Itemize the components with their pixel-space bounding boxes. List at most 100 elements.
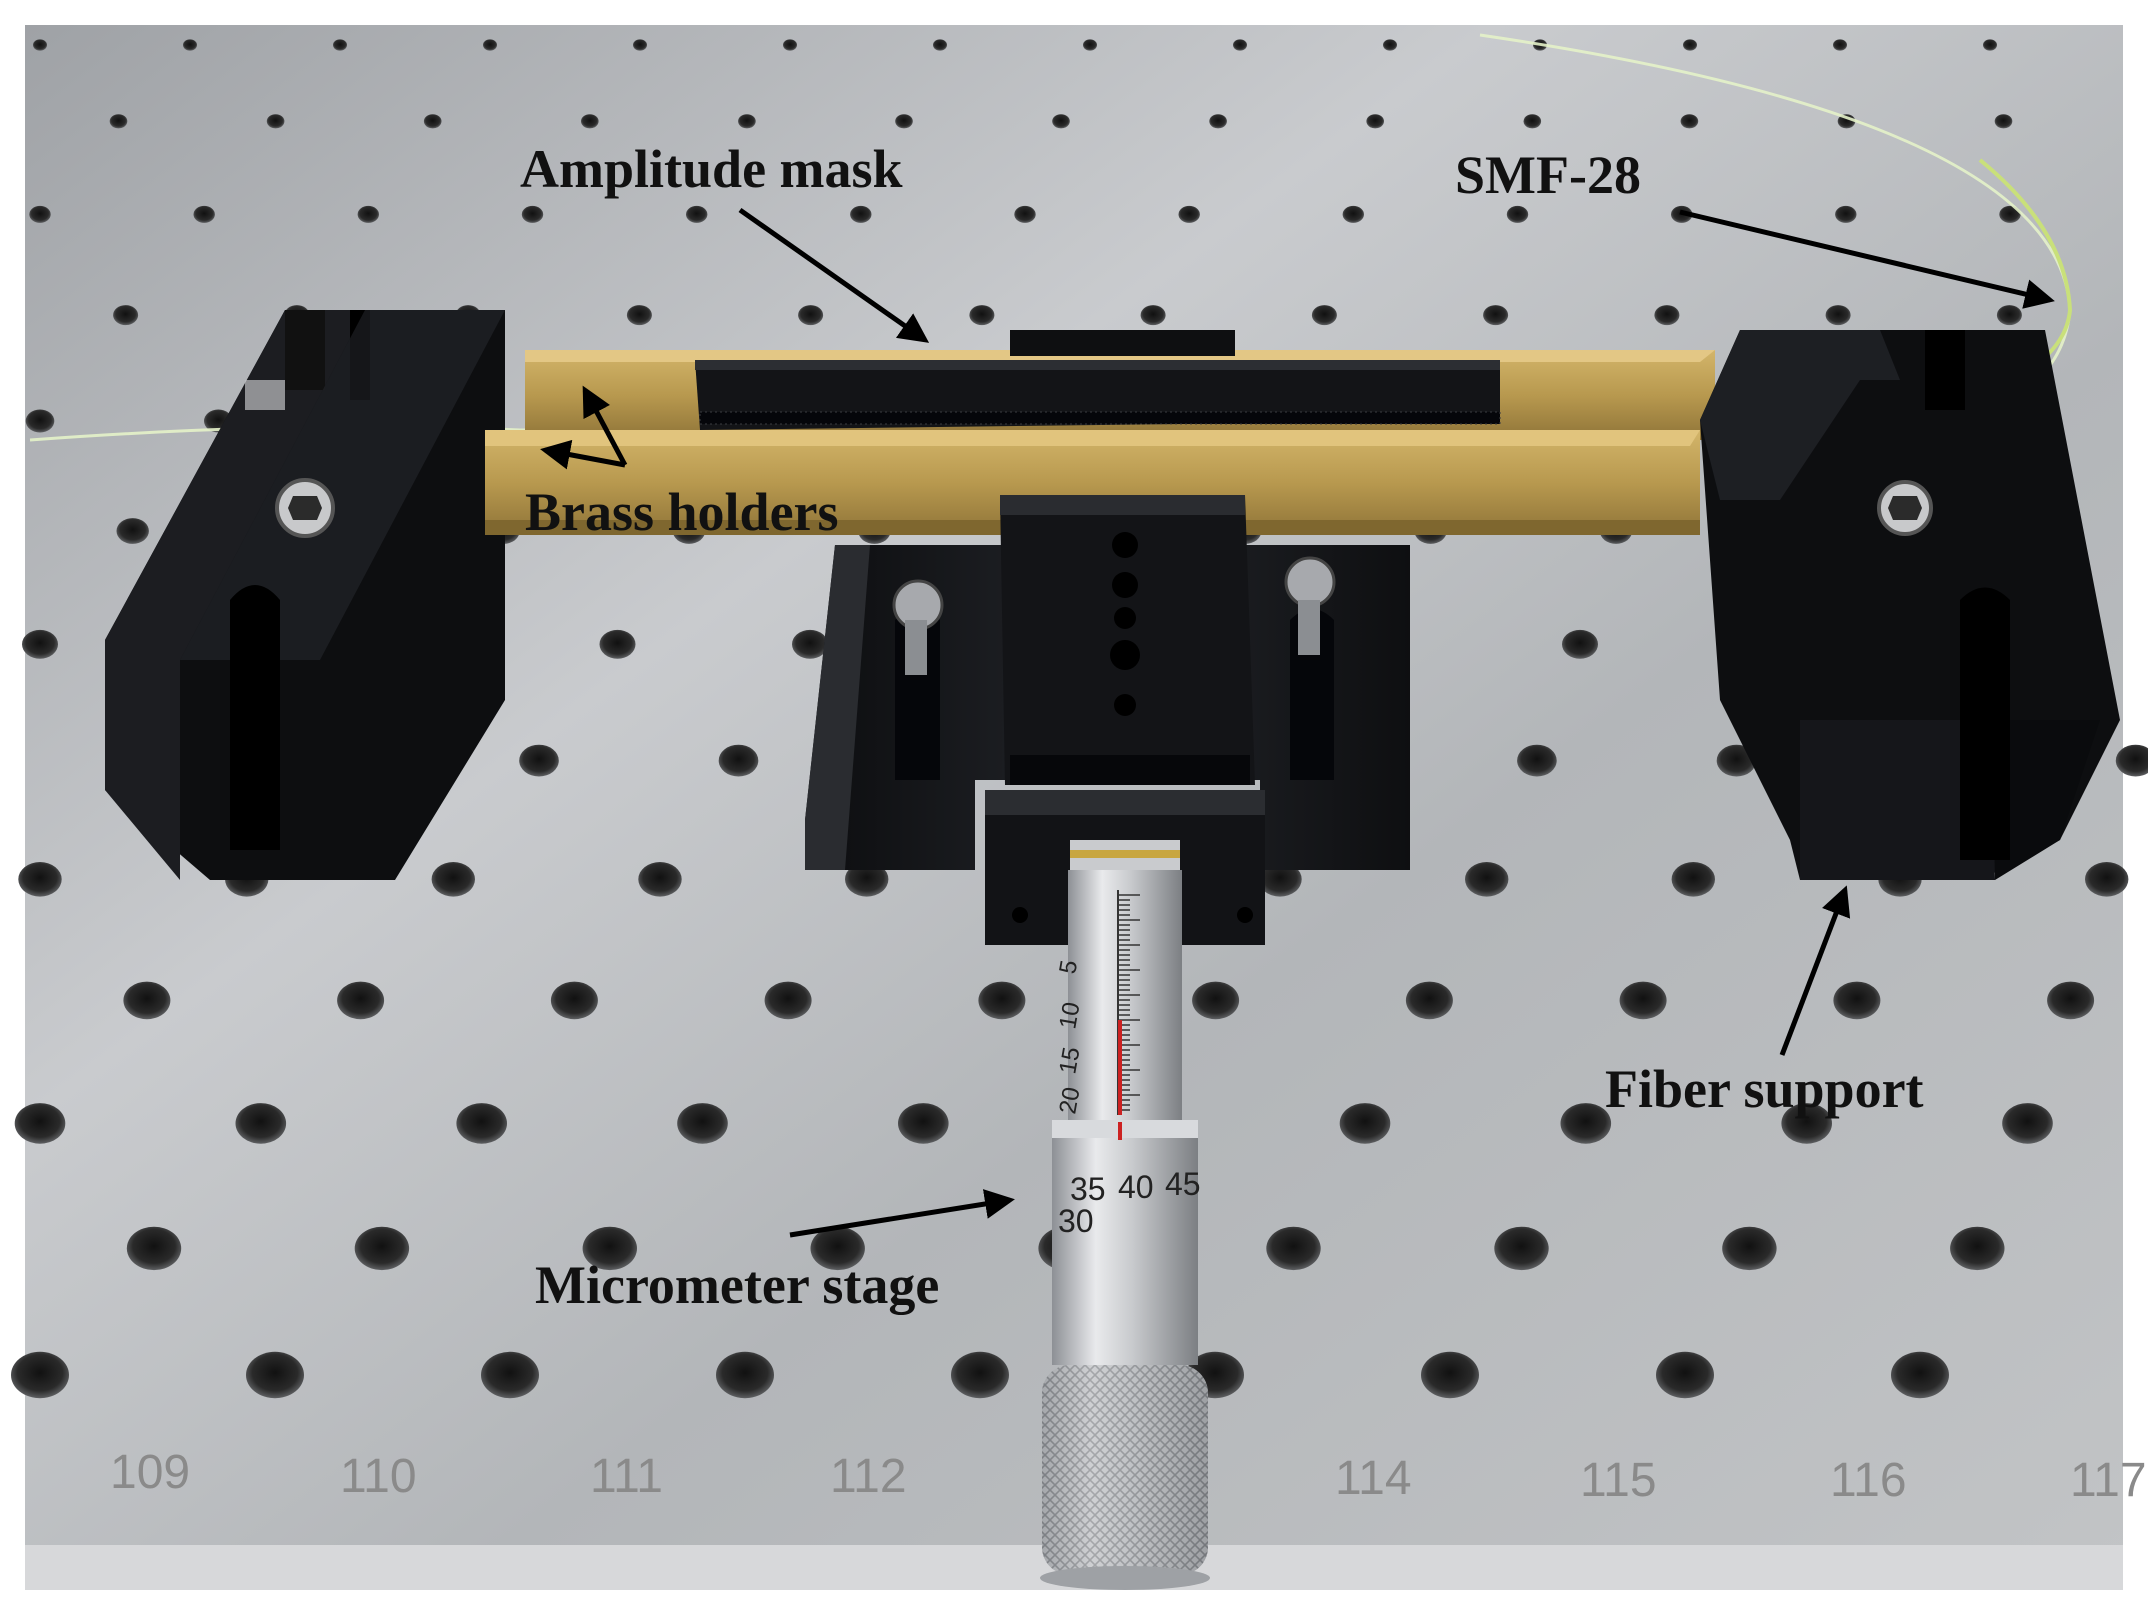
table-hole [25, 409, 55, 433]
table-hole [14, 1103, 66, 1144]
table-hole [1833, 981, 1881, 1020]
micrometer-head: 5 10 15 20 45 40 35 30 [1040, 840, 1210, 1590]
table-hole [483, 39, 497, 51]
table-hole [1996, 305, 2022, 326]
thimble-number: 45 [1165, 1166, 1201, 1202]
table-hole [337, 981, 385, 1020]
table-hole [951, 1351, 1009, 1399]
table-hole [33, 39, 47, 51]
table-hole [850, 205, 872, 223]
table-hole [550, 981, 598, 1020]
table-hole [18, 862, 62, 897]
table-hole [109, 114, 128, 129]
table-hole [22, 629, 58, 659]
label-amplitude-mask: Amplitude mask [520, 139, 903, 199]
table-hole [581, 114, 599, 129]
table-hole [1383, 39, 1397, 51]
label-smf28: SMF-28 [1455, 145, 1641, 205]
table-hole [738, 114, 756, 129]
table-hole [798, 305, 824, 326]
table-hole [1680, 114, 1699, 129]
ruler-number: 114 [1335, 1452, 1412, 1505]
left-fiber-support [105, 310, 505, 880]
table-hole [431, 862, 475, 897]
ruler-number: 109 [110, 1446, 190, 1499]
ruler-number: 115 [1580, 1454, 1657, 1507]
table-hole [1192, 981, 1240, 1020]
table-hole [1994, 114, 2013, 129]
table-hole [633, 39, 647, 51]
table-hole [1014, 205, 1036, 223]
table-hole [764, 981, 812, 1020]
ruler-number: 116 [1830, 1454, 1907, 1507]
table-hole [810, 1226, 865, 1271]
table-hole [193, 205, 215, 223]
table-hole [1494, 1226, 1549, 1271]
table-hole [1562, 629, 1598, 659]
thimble-number: 35 [1070, 1171, 1106, 1207]
table-hole [123, 981, 171, 1020]
table-hole [1999, 205, 2021, 223]
table-hole [1722, 1226, 1777, 1271]
table-hole [686, 205, 708, 223]
table-hole [266, 114, 285, 129]
table-hole [333, 39, 347, 51]
table-hole [2047, 981, 2095, 1020]
table-hole [1421, 1351, 1479, 1399]
table-hole [354, 1226, 410, 1271]
table-hole [1683, 39, 1697, 51]
table-hole [183, 39, 197, 51]
thimble-number: 30 [1058, 1203, 1094, 1239]
table-hole [1178, 205, 1200, 223]
amplitude-mask-arrow [738, 207, 930, 343]
table-hole [1656, 1351, 1714, 1399]
table-hole [29, 205, 51, 223]
table-hole [638, 862, 682, 897]
table-hole [1506, 205, 1529, 223]
smf28-arrow [1679, 209, 2055, 309]
label-micrometer-stage: Micrometer stage [535, 1255, 940, 1315]
table-hole [1140, 305, 1166, 326]
brass-holder-arrow-upper [582, 385, 628, 467]
micrometer-stage [805, 495, 1410, 945]
table-hole [1366, 114, 1384, 129]
table-hole [519, 744, 559, 777]
table-hole [599, 629, 636, 659]
ruler-number: 112 [830, 1450, 907, 1503]
table-hole [456, 1103, 508, 1144]
table-hole [1209, 114, 1227, 129]
table-hole [1950, 1226, 2005, 1271]
table-hole [2115, 744, 2148, 777]
stage-screw-right [1284, 556, 1336, 608]
table-hole [1342, 205, 1365, 223]
table-hole [895, 114, 913, 129]
table-hole [357, 205, 379, 223]
sleeve-number: 5 [1054, 958, 1083, 976]
table-hole [1983, 39, 1997, 51]
table-hole [1405, 981, 1453, 1020]
table-hole [1891, 1351, 1949, 1399]
fiber-support-arrow [1779, 885, 1851, 1056]
table-hole [792, 629, 828, 659]
table-hole [1833, 39, 1847, 51]
table-hole [845, 862, 889, 897]
table-hole [1619, 981, 1667, 1020]
table-hole [1311, 305, 1337, 326]
sleeve-number: 15 [1054, 1045, 1085, 1076]
table-hole [718, 744, 759, 777]
table-hole [2002, 1103, 2053, 1144]
thimble-number: 40 [1118, 1169, 1154, 1205]
table-hole [246, 1351, 304, 1399]
table-hole [481, 1351, 539, 1399]
table-hole [11, 1351, 69, 1399]
table-hole [1671, 862, 1716, 897]
table-hole [716, 1351, 774, 1399]
table-hole [1339, 1103, 1391, 1144]
right-fiber-support [1700, 330, 2120, 880]
sleeve-number: 10 [1054, 1000, 1085, 1031]
table-hole [582, 1226, 637, 1271]
table-hole [116, 518, 149, 544]
table-ruler: 109 110 111 112 114 115 116 117 [110, 1446, 2147, 1507]
table-hole [978, 981, 1026, 1020]
table-hole [113, 305, 139, 326]
